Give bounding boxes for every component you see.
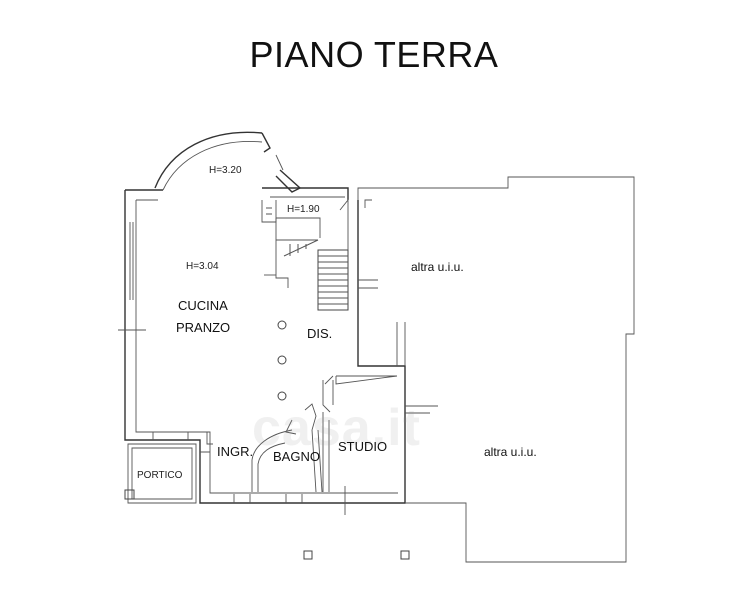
label-studio: STUDIO bbox=[338, 439, 388, 454]
label-bagno: BAGNO bbox=[273, 449, 320, 464]
watermark: casa.it bbox=[252, 399, 421, 457]
label-altra-uiu-top: altra u.i.u. bbox=[411, 260, 464, 274]
label-h-kitchen: H=3.04 bbox=[186, 261, 219, 272]
portico bbox=[124, 443, 197, 504]
columns bbox=[277, 320, 287, 401]
label-cucina: CUCINA bbox=[178, 298, 228, 313]
label-altra-uiu-bottom: altra u.i.u. bbox=[484, 445, 537, 459]
partitions bbox=[152, 199, 438, 493]
footing-square-right bbox=[400, 550, 410, 560]
footing-square-left bbox=[303, 550, 313, 560]
label-portico: PORTICO bbox=[137, 470, 183, 481]
main-unit-walls bbox=[118, 187, 406, 515]
label-dis: DIS. bbox=[307, 326, 333, 341]
page-title: PIANO TERRA bbox=[249, 34, 499, 75]
label-h-stair: H=1.90 bbox=[287, 204, 320, 215]
veranda-arc bbox=[154, 131, 302, 193]
label-h-veranda: H=3.20 bbox=[209, 165, 242, 176]
label-pranzo: PRANZO bbox=[176, 320, 231, 335]
altra-uiu-outline bbox=[357, 176, 635, 563]
staircase bbox=[261, 198, 349, 311]
label-ingr: INGR. bbox=[217, 444, 254, 459]
